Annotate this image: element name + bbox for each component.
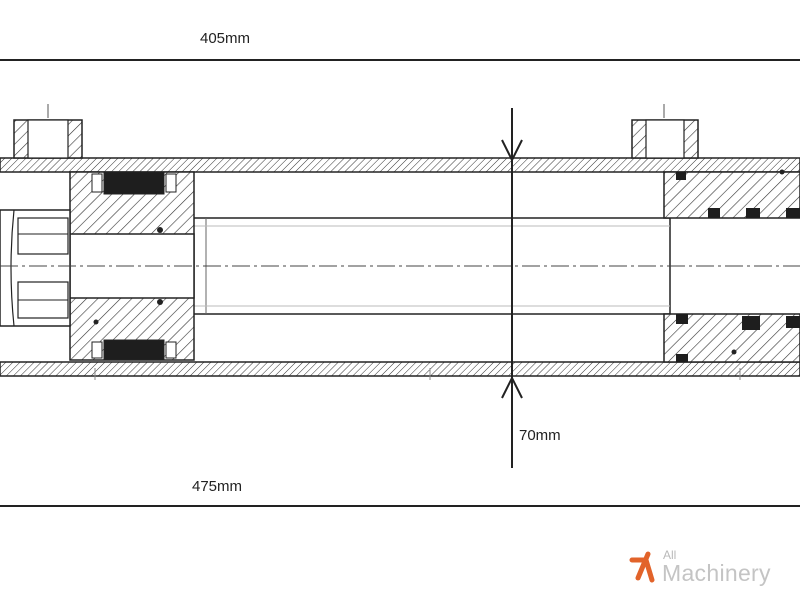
piston-seal-top [103,171,165,195]
top-dimension-label: 405mm [200,30,251,47]
bottom-dimension-label: 475mm [192,478,243,495]
left-port [13,104,83,159]
cylinder-barrel [0,157,800,377]
diameter-dimension-label: 70mm [519,427,561,444]
cylinder-gland [663,169,800,363]
diameter-dimension [501,108,523,468]
allmachinery-watermark: All Machinery [626,548,796,592]
lock-nut [0,209,71,327]
right-port [631,104,699,159]
allmachinery-logo-icon [629,551,655,583]
barrel-top-wall [0,157,800,173]
watermark-line2: Machinery [662,560,771,586]
barrel-bottom-wall [0,361,800,377]
piston-seal-bottom [103,339,165,361]
watermark-line1: All [663,548,677,562]
